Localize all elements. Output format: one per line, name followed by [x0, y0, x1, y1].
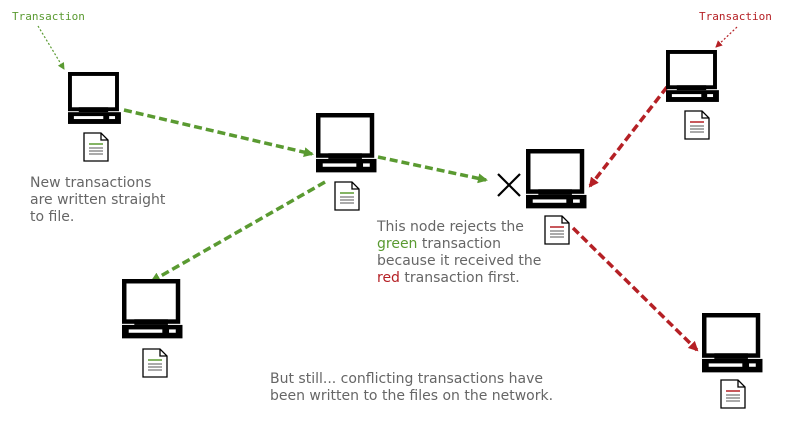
document-icon	[684, 110, 710, 140]
document-icon	[142, 348, 168, 378]
computer-icon	[664, 49, 721, 104]
caption-new-transactions: New transactions are written straight to…	[30, 175, 166, 225]
x-mark-icon	[497, 173, 521, 197]
red-tx-label-arrow	[715, 26, 738, 48]
document-icon	[720, 379, 746, 409]
red-arrow-c-to-f	[571, 226, 699, 352]
green-arrow-b-to-c	[377, 155, 488, 184]
computer-icon	[316, 115, 376, 172]
caption-conflicting-transactions: But still... conflicting transactions ha…	[270, 371, 554, 404]
green-arrow-a-to-b	[123, 108, 314, 158]
green-transaction-label: Transaction	[12, 10, 85, 23]
computer-icon	[122, 281, 182, 338]
red-transaction-label: Transaction	[699, 10, 772, 23]
red-word: red	[377, 270, 400, 286]
document-icon	[83, 132, 109, 162]
red-arrow-e-to-c	[588, 85, 669, 188]
green-tx-label-arrow	[37, 25, 65, 70]
computer-icon	[702, 315, 762, 372]
computer-icon	[66, 71, 123, 126]
document-icon	[544, 215, 570, 245]
green-arrow-b-to-d	[150, 180, 326, 283]
document-icon	[334, 181, 360, 211]
green-word: green	[377, 236, 418, 252]
computer-icon	[526, 151, 586, 208]
caption-node-rejects: This node rejects the green transaction …	[377, 219, 542, 286]
